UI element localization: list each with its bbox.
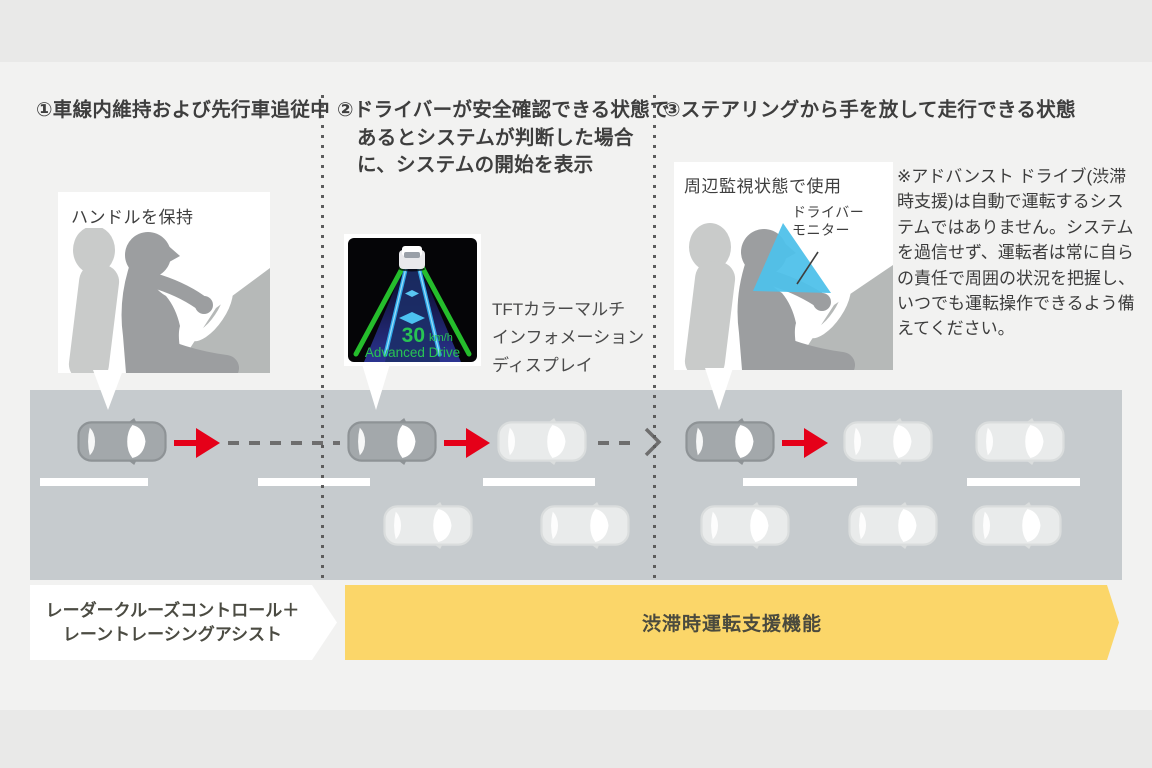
traffic-car bbox=[970, 418, 1070, 465]
banner-radar-cruise: レーダークルーズコントロール＋ レーントレーシングアシスト bbox=[30, 585, 337, 660]
screen-car-icon bbox=[399, 246, 425, 272]
tft-display-box: 30 km/h Advanced Drive bbox=[344, 234, 481, 366]
traffic-car bbox=[843, 502, 943, 549]
road-illustration bbox=[30, 390, 1122, 580]
ego-car-step3 bbox=[680, 418, 780, 465]
step1-title: ①車線内維持および先行車追従中 bbox=[36, 99, 331, 121]
forward-arrow-icon bbox=[782, 428, 828, 458]
step1-callout-box: ハンドルを保持 bbox=[58, 192, 270, 373]
tft-label-line1: TFTカラーマルチ bbox=[492, 300, 626, 319]
forward-arrow-icon bbox=[444, 428, 490, 458]
driver-monitor-cone bbox=[753, 223, 831, 293]
lane-marking bbox=[967, 478, 1080, 486]
screen-mode-label: Advanced Drive bbox=[365, 345, 460, 360]
monitor-label-line1: ドライバー bbox=[792, 204, 865, 220]
banner-traffic-jam-assist: 渋滞時運転支援機能 bbox=[345, 585, 1119, 660]
lane-marking bbox=[258, 478, 370, 486]
lane-marking bbox=[40, 478, 148, 486]
step2-title: ②ドライバーが安全確認できる状態であるとシステムが判断した場合に、システムの開始… bbox=[337, 99, 670, 176]
banner-right-label: 渋滞時運転支援機能 bbox=[641, 614, 822, 635]
callout-pointer bbox=[705, 368, 733, 410]
preceding-car bbox=[492, 418, 592, 465]
traffic-car bbox=[838, 418, 938, 465]
callout-pointer bbox=[362, 364, 390, 410]
traffic-car bbox=[378, 502, 478, 549]
step1-callout-label: ハンドルを保持 bbox=[71, 208, 194, 227]
advanced-drive-screen: 30 km/h Advanced Drive bbox=[348, 238, 477, 362]
driver-holding-wheel-illustration bbox=[68, 228, 270, 373]
lane-marking bbox=[743, 478, 857, 486]
step3-title: ③ステアリングから手を放して走行できる状態 bbox=[664, 99, 1076, 121]
tft-display-label: TFTカラーマルチ インフォメーション ディスプレイ bbox=[492, 296, 662, 380]
lane-marking bbox=[483, 478, 595, 486]
driver-monitor-illustration bbox=[684, 223, 893, 370]
banner-left-line1: レーダークルーズコントロール＋ bbox=[45, 600, 300, 620]
dashed-connector bbox=[228, 441, 340, 445]
tft-label-line3: ディスプレイ bbox=[492, 356, 593, 375]
disclaimer-note: ※アドバンスト ドライブ(渋滞時支援)は自動で運転するシステムではありません。シ… bbox=[897, 167, 1135, 339]
chevron-right-icon bbox=[644, 427, 662, 457]
separator-dotted-1 bbox=[321, 95, 324, 582]
tft-label-line2: インフォメーション bbox=[492, 328, 645, 347]
separator-dotted-2 bbox=[653, 95, 656, 582]
screen-speed-value: 30 bbox=[402, 324, 425, 347]
traffic-car bbox=[967, 502, 1067, 549]
step3-callout-box: 周辺監視状態で使用 ドライバー モニター bbox=[674, 162, 893, 370]
forward-arrow-icon bbox=[174, 428, 220, 458]
traffic-car bbox=[695, 502, 795, 549]
banner-left-line2: レーントレーシングアシスト bbox=[62, 624, 283, 644]
callout-pointer bbox=[93, 370, 123, 410]
traffic-car bbox=[535, 502, 635, 549]
dashed-connector bbox=[598, 441, 640, 445]
ego-car-step2 bbox=[342, 418, 442, 465]
ego-car-step1 bbox=[72, 418, 172, 465]
monitor-label-line2: モニター bbox=[792, 221, 850, 238]
screen-speed-unit: km/h bbox=[429, 332, 453, 344]
step3-callout-label: 周辺監視状態で使用 bbox=[684, 177, 842, 196]
driver-monitor-label: ドライバー モニター bbox=[792, 204, 864, 239]
